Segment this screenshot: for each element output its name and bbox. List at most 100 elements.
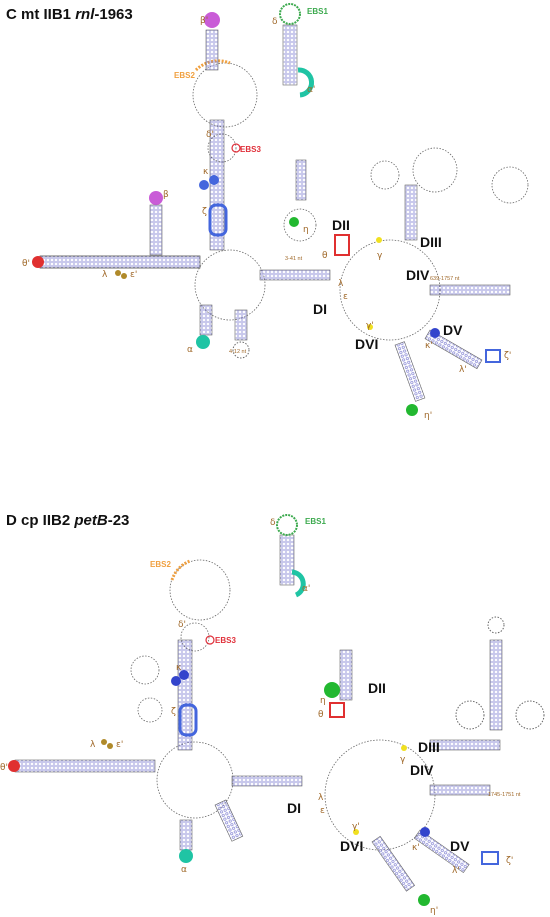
c-kappa-mark xyxy=(209,175,219,185)
c-greek-zeta-p: ζ' xyxy=(504,351,511,361)
d-gamma-mark xyxy=(401,745,407,751)
d-diii-helix xyxy=(429,739,501,751)
d-label-div: DIV xyxy=(410,762,434,778)
c-greek-delta-p: δ' xyxy=(206,130,214,140)
c-central-loop xyxy=(339,239,441,341)
c-eta-mark xyxy=(289,217,299,227)
d-alpha-p-mark xyxy=(291,569,306,598)
d-eta-p-mark xyxy=(418,894,430,906)
d-greek-gamma-p: γ' xyxy=(352,822,360,832)
c-diii-stem xyxy=(404,184,418,241)
c-label-ebs2: EBS2 xyxy=(174,71,195,80)
d-label-dv: DV xyxy=(450,838,470,854)
panel-d-structure xyxy=(8,514,545,906)
c-greek-gamma: γ xyxy=(377,251,383,261)
c-eta-p-mark xyxy=(406,404,418,416)
d-greek-epsilon: ε xyxy=(320,806,325,816)
d-greek-delta-p: δ' xyxy=(178,620,186,630)
c-kappa-p-mark xyxy=(430,328,440,338)
d-greek-theta: θ xyxy=(318,710,324,720)
c-div-helix xyxy=(429,284,511,296)
d-ebs2-loop xyxy=(169,559,231,621)
c-beta-stem xyxy=(149,204,163,256)
c-greek-epsilon-p: ε' xyxy=(130,270,137,280)
d-ebs1-loop xyxy=(276,514,298,536)
d-greek-lambda-p: λ' xyxy=(452,866,460,876)
d-label-di: DI xyxy=(287,800,301,816)
c-ebs1-stem xyxy=(282,24,298,86)
c-dvi-helix xyxy=(394,341,426,402)
c-theta-mark xyxy=(334,234,350,256)
d-dii-stem xyxy=(339,649,353,701)
d-label-ebs1: EBS1 xyxy=(305,517,326,526)
panel-c-title: C mt IIB1 rnl-1963 xyxy=(6,6,133,23)
d-theta-p-mark xyxy=(8,760,20,772)
c-greek-lambda-p: λ' xyxy=(459,365,467,375)
c-greek-beta-p: β' xyxy=(200,16,208,26)
d-label-ebs2: EBS2 xyxy=(150,560,171,569)
panel-d-title: D cp IIB2 petB-23 xyxy=(6,512,129,529)
d-ebs3-loop xyxy=(180,622,210,652)
d-ebs2-marks xyxy=(170,559,191,581)
c-dv-helix xyxy=(424,329,483,370)
d-label-diii: DIII xyxy=(418,739,440,755)
d-greek-alpha: α xyxy=(181,865,187,875)
d-greek-lambda-2: λ xyxy=(318,793,324,803)
c-beta-p-mark xyxy=(204,12,220,28)
c-ebs2-loop xyxy=(192,62,258,128)
d-greek-gamma: γ xyxy=(400,755,406,765)
d-greek-eta-p: η' xyxy=(430,906,438,916)
c-greek-kappa-p: κ' xyxy=(425,341,433,351)
c-greek-beta: β xyxy=(163,190,169,200)
d-greek-zeta: ζ xyxy=(171,707,176,717)
d-diii-stem xyxy=(489,639,503,731)
d-label-dvi: DVI xyxy=(340,838,363,854)
c-ebs1-loop xyxy=(279,3,301,25)
c-label-div: DIV xyxy=(406,267,430,283)
c-greek-eta-p: η' xyxy=(424,411,432,421)
c-di-right-helix xyxy=(259,269,331,281)
c-label-dvi: DVI xyxy=(355,336,378,352)
c-greek-delta: δ xyxy=(272,17,278,27)
c-alpha-p-mark xyxy=(297,67,314,98)
c-greek-alpha: α xyxy=(187,345,193,355)
d-label-ebs3: EBS3 xyxy=(215,636,236,645)
c-greek-alpha-p: α' xyxy=(307,85,315,95)
c-greek-eta: η xyxy=(303,225,309,235)
c-dii-stem xyxy=(295,159,307,201)
c-di-loop-left xyxy=(194,249,266,321)
d-ebs1-stem xyxy=(279,534,295,586)
c-zeta-mark xyxy=(208,203,228,237)
title-d-gene: petB xyxy=(74,512,108,529)
d-zeta-mark xyxy=(178,703,198,737)
d-alpha-mark xyxy=(179,849,193,863)
d-greek-eta: η xyxy=(320,696,326,706)
c-di-helix xyxy=(39,255,201,269)
d-div-helix xyxy=(429,784,491,796)
c-greek-gamma-p: γ' xyxy=(366,321,374,331)
d-theta-mark xyxy=(329,702,345,718)
d-greek-alpha-p: α' xyxy=(302,584,310,594)
c-greek-lambda-2: λ xyxy=(338,279,344,289)
c-beta-mark xyxy=(149,191,163,205)
d-greek-lambda: λ xyxy=(90,740,96,750)
d-greek-epsilon-p: ε' xyxy=(116,740,123,750)
c-greek-lambda: λ xyxy=(102,270,108,280)
d-greek-delta: δ xyxy=(270,518,276,528)
d-dv-helix xyxy=(413,829,470,874)
d-note-d4: 1745-1751 nt xyxy=(488,792,521,798)
c-theta-p-mark xyxy=(32,256,44,268)
c-greek-kappa: κ xyxy=(203,167,209,177)
c-label-diii: DIII xyxy=(420,234,442,250)
c-greek-zeta: ζ xyxy=(202,207,207,217)
d-kappa-mark xyxy=(179,670,189,680)
d-greek-kappa-p: κ' xyxy=(412,843,420,853)
title-d-prefix: D cp IIB2 xyxy=(6,512,75,529)
c-ebs3-loop xyxy=(207,133,237,163)
c-label-dv: DV xyxy=(443,322,463,338)
c-greek-epsilon: ε xyxy=(343,292,348,302)
c-label-dii: DII xyxy=(332,217,350,233)
c-note-d1: 4-12 nt xyxy=(229,349,247,355)
c-greek-theta-p: θ' xyxy=(22,259,30,269)
c-beta-p-stem xyxy=(205,29,219,71)
